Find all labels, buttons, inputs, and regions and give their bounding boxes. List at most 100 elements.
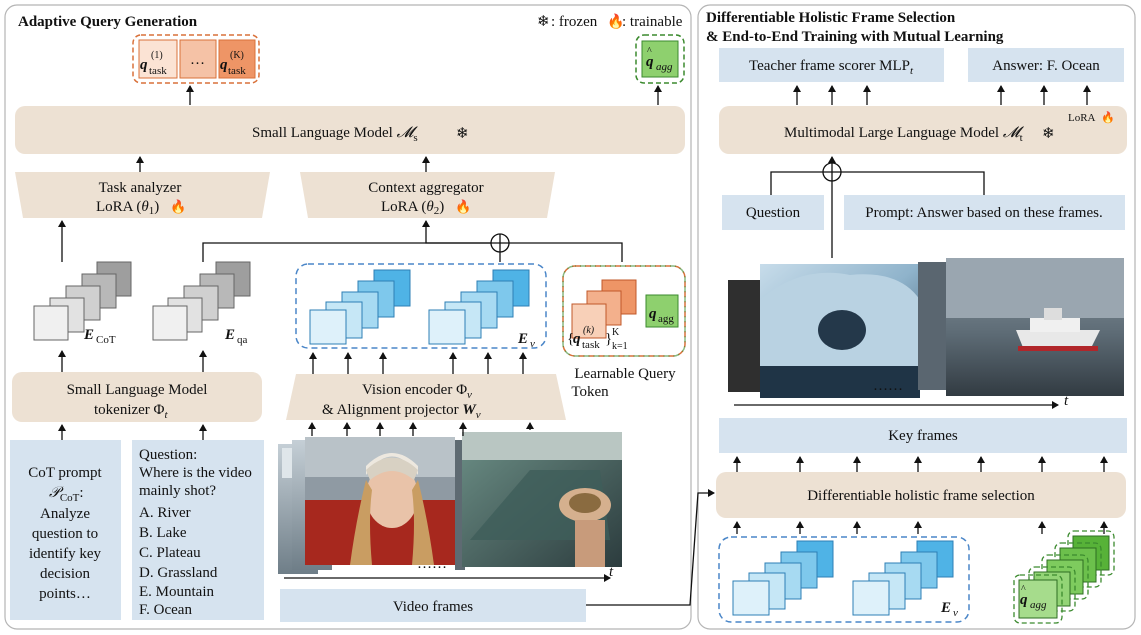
question-line-3: A. River	[139, 505, 191, 521]
legend-trainable: : trainable	[622, 14, 683, 30]
arrows-selection-to-keyframes	[733, 456, 1108, 472]
q-agg-token	[641, 40, 679, 78]
q-agg-hat-sub: agg	[656, 61, 673, 73]
arrows-tokens-to-selection	[733, 521, 1108, 534]
teacher-scorer-box	[719, 48, 944, 82]
arrows-encoder-to-ev	[309, 352, 527, 374]
context-aggregator-title: Context aggregator	[368, 180, 483, 196]
cot-line-4: Analyze	[40, 506, 90, 522]
key-frames-images	[728, 258, 1124, 398]
question-box	[132, 440, 264, 620]
question-line-6: D. Grassland	[139, 565, 218, 581]
cot-line-5: question to	[32, 526, 98, 542]
question-box-right	[722, 195, 824, 230]
learnable-caption-line1: Learnable Query	[574, 366, 676, 382]
q-agg-learnable-token	[645, 294, 679, 328]
lora-label: LoRA	[1068, 112, 1096, 124]
right-panel-frame	[697, 4, 1136, 630]
frame-ice-arch-image	[760, 264, 920, 398]
e-v-label: E	[517, 331, 528, 347]
cot-line-8: points…	[39, 586, 91, 602]
question-line-0: Question:	[139, 447, 197, 463]
video-frames-box	[280, 589, 586, 622]
legend-frozen: : frozen	[551, 14, 598, 30]
q-agg-right-hat: ^	[1021, 584, 1026, 595]
left-time-label: t	[609, 564, 614, 580]
frame-selection-label: Differentiable holistic frame selection	[807, 488, 1035, 504]
question-line-8: F. Ocean	[139, 602, 192, 618]
learnable-caption-line2: Token	[571, 384, 609, 400]
task-analyzer-lora: LoRA (θ1)	[96, 199, 159, 217]
q-task-1-token	[138, 39, 178, 79]
learnable-brace-close: }	[605, 331, 612, 347]
answer-label: Answer: F. Ocean	[992, 58, 1100, 74]
q-agg-right-label: q	[1020, 592, 1028, 608]
left-panel-title: Adaptive Query Generation	[18, 14, 198, 30]
q-task-mid-token	[179, 39, 217, 79]
q-agg-dashed-box	[635, 34, 685, 84]
e-v-dashed-box	[295, 263, 547, 349]
flame-icon: 🔥	[607, 13, 624, 30]
lora-flame-icon: 🔥	[1101, 111, 1115, 124]
left-panel-frame	[4, 4, 692, 630]
context-aggregator-lora: LoRA (θ2)	[381, 199, 444, 217]
answer-box	[968, 48, 1124, 82]
e-v-right-dashed-box	[718, 536, 970, 623]
wire-prompt-to-oplus	[841, 171, 985, 195]
video-frames-label: Video frames	[393, 599, 473, 615]
q-task-k-token	[218, 39, 256, 79]
e-cot-sub: CoT	[96, 334, 116, 346]
wire-eqa-to-oplus	[202, 242, 491, 262]
frame-woman-image	[305, 437, 455, 565]
e-v-right-label: E	[940, 600, 951, 616]
q-task-k-sub: task	[228, 65, 246, 77]
task-analyzer-title: Task analyzer	[99, 180, 182, 196]
learnable-brace-open: {	[567, 331, 574, 347]
learnable-q-agg-label: q	[649, 306, 657, 322]
learnable-range-sup: K	[612, 327, 620, 338]
cot-line-0: CoT prompt	[28, 465, 102, 481]
q-agg-output-group: q ^ agg	[635, 34, 685, 84]
cot-line-6: identify key	[29, 546, 102, 562]
question-label-right: Question	[746, 205, 801, 221]
frame-selection-box	[716, 472, 1126, 518]
mllm-frozen-icon: ❄	[1042, 126, 1055, 142]
video-frames-stack	[278, 432, 622, 574]
prompt-box	[844, 195, 1125, 230]
learnable-query-group: q agg { q (k) task } K k=1	[562, 265, 686, 357]
left-frames-ellipsis: ……	[417, 556, 447, 572]
e-cot-label: E	[83, 327, 94, 343]
mllm-label: Multimodal Large Language Model 𝓜t	[784, 125, 1025, 144]
q-agg-right-stack: q ^ agg	[1013, 530, 1115, 624]
key-frames-box	[719, 418, 1127, 453]
frame-hands-image	[462, 432, 622, 567]
e-v-right-group: E v	[718, 536, 970, 623]
learnable-q-agg-sub: agg	[658, 313, 674, 325]
tokenizer-line2: tokenizer Φt	[94, 402, 169, 421]
vision-encoder-box	[286, 374, 566, 420]
legend: ❄ : frozen 🔥 : trainable	[537, 13, 683, 30]
tokenizer-box	[12, 372, 262, 422]
q-task-k-sup: (K)	[230, 50, 244, 61]
task-query-dashed-box	[132, 34, 260, 84]
question-line-4: B. Lake	[139, 525, 187, 541]
arrows-mllm-up	[793, 85, 1091, 105]
right-frames-ellipsis: ……	[873, 378, 903, 394]
q-agg-right-sub: agg	[1030, 599, 1047, 611]
question-line-7: E. Mountain	[139, 584, 214, 600]
arrow-video-frames-to-selection	[586, 489, 715, 606]
task-analyzer-flame-icon: 🔥	[170, 199, 186, 214]
slm-label: Small Language Model 𝓜s	[252, 125, 419, 144]
e-cot-stack: E CoT	[33, 261, 132, 346]
question-line-5: C. Plateau	[139, 545, 201, 561]
context-aggregator-box	[300, 172, 555, 218]
q-task-1-sub: task	[149, 65, 167, 77]
arrows-frames-to-encoder	[308, 422, 534, 436]
q-agg-hat-label: q	[646, 54, 654, 70]
e-v-group: E v	[295, 263, 547, 350]
e-qa-label: E	[224, 327, 235, 343]
prompt-label: Prompt: Answer based on these frames.	[865, 205, 1102, 221]
right-panel-title-1: Differentiable Holistic Frame Selection	[706, 10, 956, 26]
q-task-1-sup: (1)	[151, 50, 163, 61]
question-line-1: Where is the video	[139, 465, 252, 481]
